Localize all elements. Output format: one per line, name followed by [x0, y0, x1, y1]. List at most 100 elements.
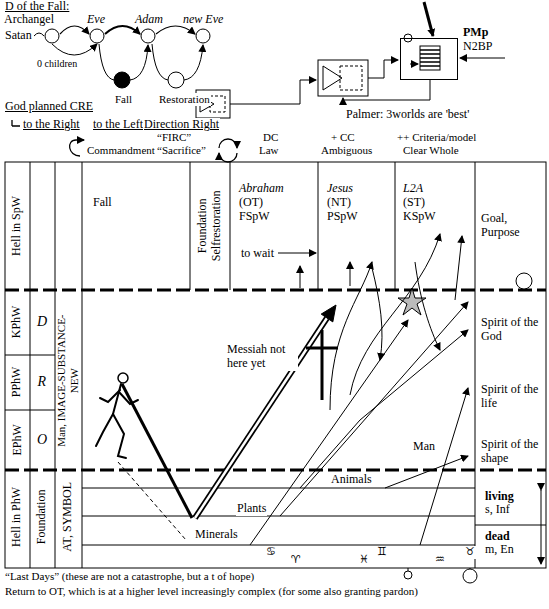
block-diagram-part	[424, 2, 433, 36]
text-label: 0 children	[36, 58, 78, 70]
text-label: Man	[412, 440, 436, 454]
node-text: new Eve	[183, 12, 223, 26]
cycle-icons-part	[219, 139, 237, 148]
block-diagram-part	[340, 66, 362, 90]
cycle-icons-part	[70, 140, 84, 156]
block-diagram	[196, 2, 505, 118]
bottom-marks-part	[463, 569, 477, 583]
text-label: “Sacrifice”	[156, 144, 207, 157]
text-label: Minerals	[194, 528, 239, 542]
bottom-marks-part	[404, 571, 412, 579]
text-label: Jesus	[326, 182, 354, 196]
history-arrows-part	[278, 253, 316, 254]
history-arrows-part	[118, 462, 186, 540]
text-label: R	[38, 374, 47, 390]
table-grid-part	[5, 355, 55, 410]
text-label: to the Left	[92, 118, 144, 132]
connector	[105, 26, 140, 34]
zodiac-sign: ♒	[434, 554, 446, 567]
block-diagram-part	[420, 46, 440, 70]
history-arrows-part	[280, 302, 468, 516]
text-label: PSpW	[326, 210, 359, 224]
fall-chain-part	[34, 33, 44, 36]
text-label: Return to OT, which is at a higher level…	[4, 585, 546, 598]
text-label: Plants	[236, 502, 267, 516]
block-diagram-part	[230, 80, 316, 104]
text-label: Law	[258, 144, 280, 157]
history-arrows-part	[385, 456, 468, 488]
text-label: dead	[484, 530, 511, 544]
text-label: Satan	[4, 29, 33, 43]
text-label: Ambiguous	[320, 144, 373, 157]
circle-shape	[196, 29, 210, 43]
circle-outline	[140, 28, 156, 44]
block-diagram-part	[343, 80, 430, 100]
history-arrows-part	[415, 262, 440, 350]
text-label: Fall	[92, 196, 113, 210]
text-label: ++ Criteria/model	[396, 131, 477, 144]
circle-outline	[195, 28, 211, 44]
text-label: m, En	[484, 543, 515, 557]
text-label: FSpW	[238, 210, 271, 224]
circle-outline	[89, 28, 105, 44]
block-diagram-part	[318, 60, 368, 96]
text-label: KPhW	[10, 306, 24, 339]
table-grid-part	[516, 273, 532, 289]
fall-chain-part	[99, 44, 114, 80]
node-text: N2BP	[463, 39, 492, 53]
text-label: Fall	[114, 93, 133, 106]
node-text: Archangel	[4, 12, 54, 26]
bottom-marks-part	[408, 568, 470, 571]
text-label: to the Right	[22, 118, 81, 132]
history-arrows-part	[350, 262, 351, 286]
zodiac-sign: ♈	[290, 554, 302, 567]
node-text: PMp	[463, 25, 488, 39]
text-label: Foundation	[35, 490, 49, 545]
history-arrows-part	[321, 305, 336, 322]
block-diagram-part	[210, 96, 225, 112]
block-diagram-part	[420, 50, 440, 66]
node-text: Eve	[87, 12, 105, 26]
text-label: O	[37, 432, 47, 448]
text-label: Spirit of the life	[480, 383, 542, 411]
text-label: Restoration	[158, 93, 211, 106]
history-arrows-part	[122, 384, 192, 518]
text-label: Clear Whole	[402, 144, 460, 157]
zodiac-sign: ♋	[265, 546, 277, 559]
text-label: “FIRC”	[156, 131, 192, 144]
table-grid-part	[541, 490, 542, 564]
history-arrows-part	[300, 266, 301, 288]
fall-chain-part	[130, 45, 148, 80]
text-label: PPhW	[10, 367, 24, 398]
text-label: (ST)	[402, 196, 426, 210]
text-label: Man, IMAGE-SUBSTANCE-NEW	[55, 305, 80, 455]
table-grid	[5, 162, 546, 568]
connector	[156, 26, 195, 34]
circle-shape	[90, 29, 104, 43]
text-label: D	[37, 314, 47, 330]
zodiac-sign: ♓	[358, 554, 370, 567]
text-label: living	[484, 490, 515, 504]
history-arrows-part	[372, 268, 382, 360]
text-label: Direction Right	[143, 118, 220, 132]
history-arrows-part	[330, 262, 372, 410]
state-circle: new Eve	[195, 28, 211, 44]
table-grid-part	[5, 162, 546, 568]
text-label: God planned CRE	[4, 100, 94, 114]
text-label: (OT)	[238, 196, 264, 210]
runner-figure	[96, 373, 138, 458]
table-grid-part	[82, 488, 546, 545]
circle-shape	[45, 29, 59, 43]
fall-chain-part	[114, 72, 130, 88]
text-label: Commandment	[86, 144, 156, 157]
text-label: L2A	[402, 182, 424, 196]
fall-chain-part	[184, 45, 203, 80]
fall-chain	[34, 33, 203, 88]
zodiac-sign: ♉	[464, 546, 476, 559]
node-text: Adam	[135, 12, 163, 26]
text-label: “Last Days” (these are not a catastrophe…	[4, 570, 255, 583]
text-label: DC	[262, 131, 279, 144]
fall-chain-part	[152, 44, 168, 80]
